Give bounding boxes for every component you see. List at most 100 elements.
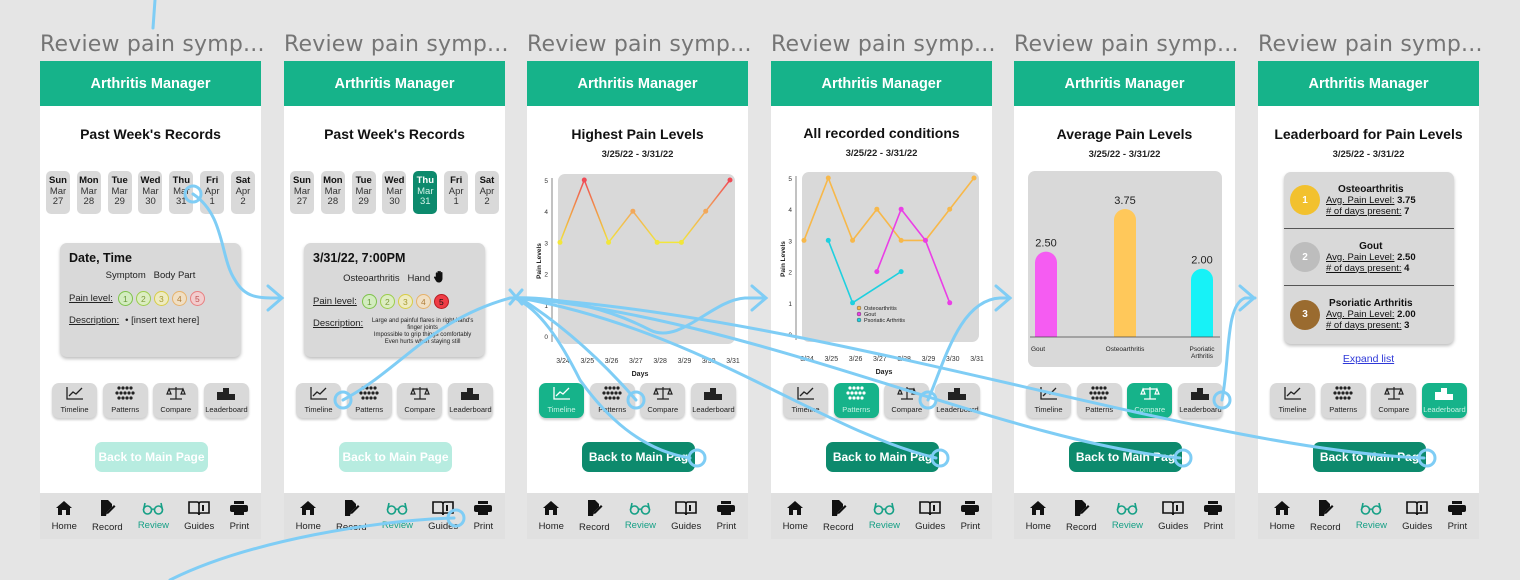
nav-record[interactable]: Record bbox=[1310, 499, 1341, 533]
page-title: All recorded conditions bbox=[803, 125, 960, 141]
nav-record[interactable]: Record bbox=[336, 499, 367, 533]
nav-print[interactable]: Print bbox=[229, 500, 249, 532]
nav-print[interactable]: Print bbox=[1203, 500, 1223, 532]
tab-compare[interactable]: Compare bbox=[397, 383, 443, 418]
days-present-label: # of days present: bbox=[1326, 262, 1402, 274]
nav-home[interactable]: Home bbox=[296, 500, 321, 532]
leaderboard-row: 3 Psoriatic Arthritis Avg. Pain Level: 2… bbox=[1284, 286, 1454, 343]
series-segment bbox=[680, 210, 707, 243]
nav-guides[interactable]: Guides bbox=[184, 500, 214, 532]
back-to-main-button[interactable]: Back to Main Pag bbox=[1313, 442, 1426, 472]
nav-record[interactable]: Record bbox=[1066, 499, 1097, 533]
nav-label: Record bbox=[823, 522, 854, 533]
nav-review[interactable]: Review bbox=[1356, 501, 1387, 531]
nav-review[interactable]: Review bbox=[138, 501, 169, 531]
tab-leaderboard[interactable]: Leaderboard bbox=[690, 383, 736, 418]
pain-level-4[interactable]: 4 bbox=[415, 294, 431, 309]
tab-label: Leaderboard bbox=[205, 405, 248, 414]
pain-level-4[interactable]: 4 bbox=[171, 291, 187, 306]
nav-label: Guides bbox=[1402, 521, 1433, 532]
tab-patterns[interactable]: Patterns bbox=[1320, 383, 1366, 418]
tab-timeline[interactable]: Timeline bbox=[296, 383, 341, 418]
back-to-main-button[interactable]: Back to Main Pag bbox=[826, 442, 939, 472]
nav-print[interactable]: Print bbox=[716, 500, 736, 532]
nav-guides[interactable]: Guides bbox=[1402, 500, 1432, 532]
nav-print[interactable]: Print bbox=[473, 500, 493, 532]
tab-compare[interactable]: Compare bbox=[153, 383, 199, 418]
back-to-main-button[interactable]: Back to Main Pag bbox=[582, 442, 695, 472]
pain-level-3[interactable]: 3 bbox=[397, 294, 413, 309]
nav-guides[interactable]: Guides bbox=[428, 500, 458, 532]
nav-home[interactable]: Home bbox=[539, 500, 564, 532]
tab-leaderboard[interactable]: Leaderboard bbox=[934, 383, 980, 418]
back-to-main-button[interactable]: Back to Main Page bbox=[95, 442, 208, 472]
tab-compare[interactable]: Compare bbox=[1371, 383, 1417, 418]
nav-review[interactable]: Review bbox=[382, 501, 413, 531]
tab-timeline[interactable]: Timeline bbox=[1270, 383, 1315, 418]
tab-patterns[interactable]: Patterns bbox=[102, 383, 148, 418]
pain-level-5-selected[interactable]: 5 bbox=[433, 294, 449, 309]
nav-review[interactable]: Review bbox=[625, 501, 656, 531]
nav-record[interactable]: Record bbox=[92, 499, 123, 533]
pain-level-5[interactable]: 5 bbox=[189, 291, 205, 306]
nav-guides[interactable]: Guides bbox=[915, 500, 945, 532]
medal-icon: 1 bbox=[1290, 185, 1320, 215]
tab-patterns[interactable]: Patterns bbox=[833, 383, 879, 418]
days-present-row: # of days present: 4 bbox=[1326, 263, 1416, 274]
tab-patterns[interactable]: Patterns bbox=[1076, 383, 1122, 418]
tab-timeline[interactable]: Timeline bbox=[783, 383, 828, 418]
tab-leaderboard[interactable]: Leaderboard bbox=[1177, 383, 1223, 418]
tab-timeline[interactable]: Timeline bbox=[52, 383, 97, 418]
page-title: Average Pain Levels bbox=[1056, 126, 1193, 142]
back-to-main-button[interactable]: Back to Main Pag bbox=[1069, 442, 1182, 472]
pain-level-2[interactable]: 2 bbox=[135, 291, 151, 306]
avg-pain-row: Avg. Pain Level: 3.75 bbox=[1326, 195, 1416, 206]
nav-home[interactable]: Home bbox=[783, 500, 808, 532]
nav-label: Print bbox=[1447, 521, 1468, 532]
nav-record[interactable]: Record bbox=[579, 499, 610, 533]
pain-level-1[interactable]: 1 bbox=[361, 294, 377, 309]
nav-guides[interactable]: Guides bbox=[671, 500, 701, 532]
tab-compare[interactable]: Compare bbox=[884, 383, 930, 418]
nav-home[interactable]: Home bbox=[1270, 500, 1295, 532]
tab-compare[interactable]: Compare bbox=[640, 383, 686, 418]
pain-level-2[interactable]: 2 bbox=[379, 294, 395, 309]
pain-level-1[interactable]: 1 bbox=[117, 291, 133, 306]
avg-pain-label: Avg. Pain Level: bbox=[1326, 194, 1395, 206]
tab-leaderboard[interactable]: Leaderboard bbox=[1421, 383, 1467, 418]
pain-level-3[interactable]: 3 bbox=[153, 291, 169, 306]
nav-print[interactable]: Print bbox=[960, 500, 980, 532]
nav-guides[interactable]: Guides bbox=[1158, 500, 1188, 532]
back-to-main-button[interactable]: Back to Main Page bbox=[339, 442, 452, 472]
nav-home[interactable]: Home bbox=[52, 500, 77, 532]
tab-timeline[interactable]: Timeline bbox=[1026, 383, 1071, 418]
expand-list-link[interactable]: Expand list bbox=[1342, 353, 1395, 365]
nav-print[interactable]: Print bbox=[1447, 500, 1467, 532]
tab-patterns[interactable]: Patterns bbox=[346, 383, 392, 418]
nav-record[interactable]: Record bbox=[823, 499, 854, 533]
tab-compare[interactable]: Compare bbox=[1127, 383, 1173, 418]
flow-arrow-head bbox=[994, 284, 1013, 312]
tab-timeline[interactable]: Timeline bbox=[539, 383, 584, 418]
nav-review[interactable]: Review bbox=[1112, 501, 1143, 531]
nav-review[interactable]: Review bbox=[869, 501, 900, 531]
tab-patterns[interactable]: Patterns bbox=[589, 383, 635, 418]
tab-leaderboard[interactable]: Leaderboard bbox=[203, 383, 249, 418]
nav-home[interactable]: Home bbox=[1026, 500, 1051, 532]
tab-leaderboard[interactable]: Leaderboard bbox=[447, 383, 493, 418]
